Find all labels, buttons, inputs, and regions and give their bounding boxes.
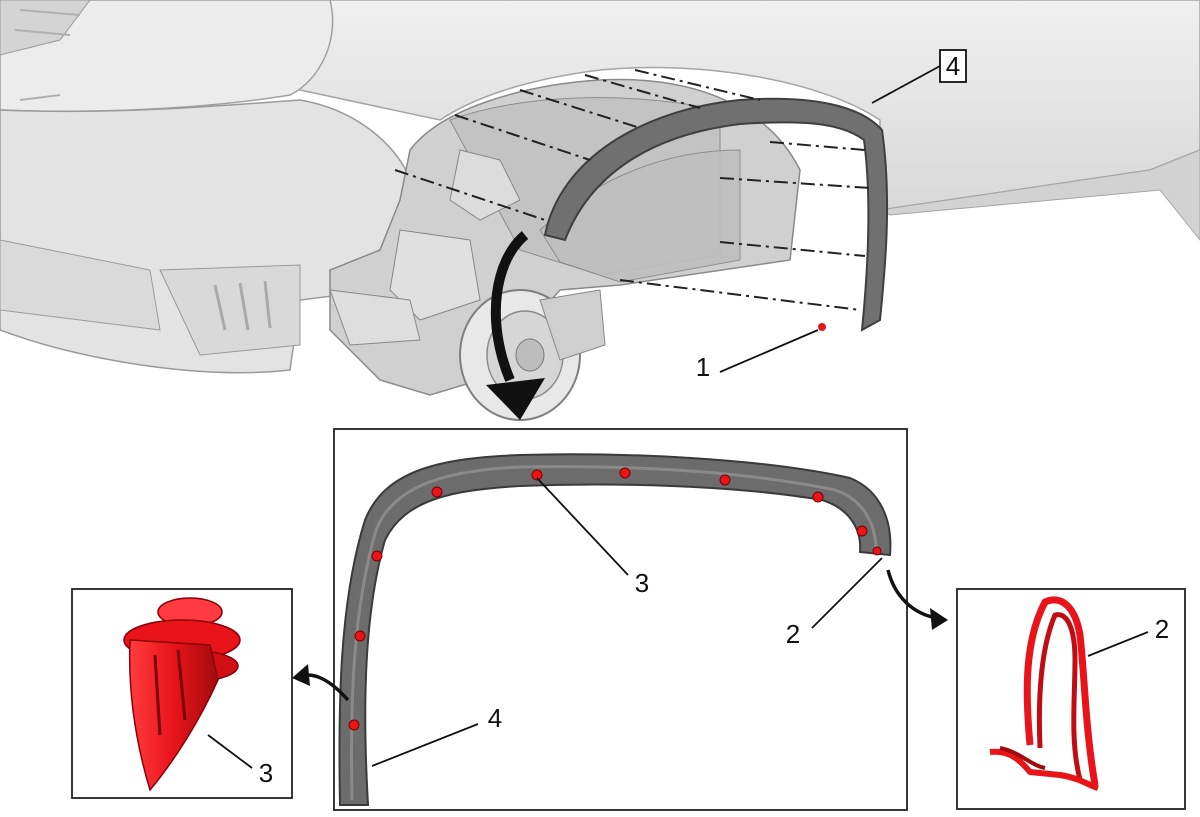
callout-number-4: 4 [946, 51, 960, 81]
callout-number-4-detail: 4 [488, 703, 502, 733]
clip-zoom-panel: 2 [956, 588, 1186, 810]
callout-number-3: 3 [635, 568, 649, 598]
spring-clip-icon [989, 596, 1099, 791]
detail-retainer-markers [348, 467, 882, 731]
flare-detail-panel: 3 2 4 [333, 428, 908, 811]
callout-number-1: 1 [696, 352, 710, 382]
callout-number-3-zoom: 3 [259, 758, 273, 788]
vehicle-illustration [0, 0, 1200, 421]
clip-marker [818, 323, 826, 331]
curved-arrow-icon [490, 231, 529, 382]
callout-main-flare: 4 [871, 49, 967, 104]
callout-number-2: 2 [786, 619, 800, 649]
retainer-zoom-panel: 3 [71, 588, 293, 799]
push-pin-retainer-icon [123, 597, 241, 792]
callout-main-clip: 1 [696, 329, 819, 382]
main-wheel-flare [543, 97, 889, 332]
callout-number-2-zoom: 2 [1155, 614, 1169, 644]
alignment-lines [394, 69, 871, 311]
